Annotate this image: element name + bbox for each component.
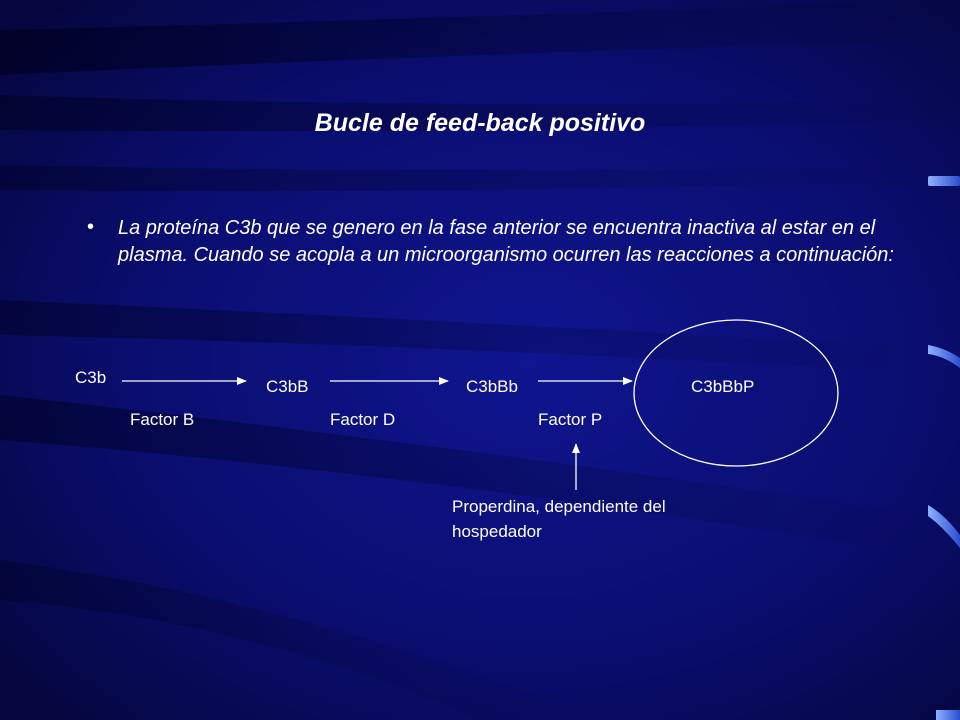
- node-c3bb: C3bB: [266, 377, 309, 396]
- node-c3b: C3b: [75, 368, 107, 387]
- tab-decoration-2: [928, 345, 960, 368]
- note-properdina-line1: Properdina, dependiente del: [452, 497, 666, 516]
- tab-decoration-3: [928, 505, 960, 548]
- bullet-text: La proteína C3b que se genero en la fase…: [118, 217, 894, 266]
- tab-decoration-4: [936, 710, 960, 720]
- label-factor-d: Factor D: [330, 410, 396, 429]
- node-c3bbbp: C3bBbP: [691, 377, 755, 396]
- tab-decoration-1: [928, 176, 960, 186]
- node-c3bbb: C3bBb: [466, 377, 518, 396]
- label-factor-b: Factor B: [130, 410, 195, 429]
- note-properdina-line2: hospedador: [452, 522, 542, 541]
- slide-title: Bucle de feed-back positivo: [314, 109, 646, 137]
- properdin-complex-ellipse: [633, 319, 839, 467]
- bullet-marker: •: [87, 216, 95, 238]
- label-factor-p: Factor P: [538, 410, 603, 429]
